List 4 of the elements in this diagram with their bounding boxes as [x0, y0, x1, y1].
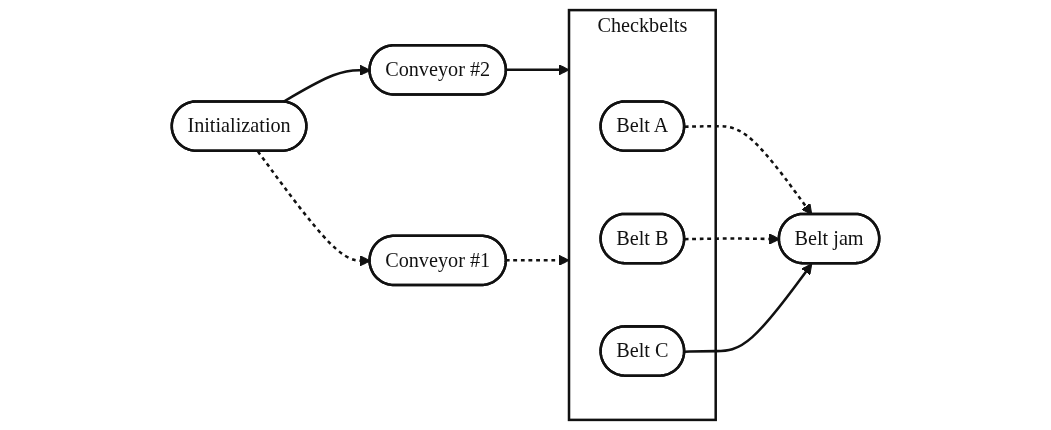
arrow	[505, 64, 570, 76]
arrow	[684, 263, 813, 353]
arrow	[505, 254, 570, 266]
arrow	[684, 233, 781, 245]
